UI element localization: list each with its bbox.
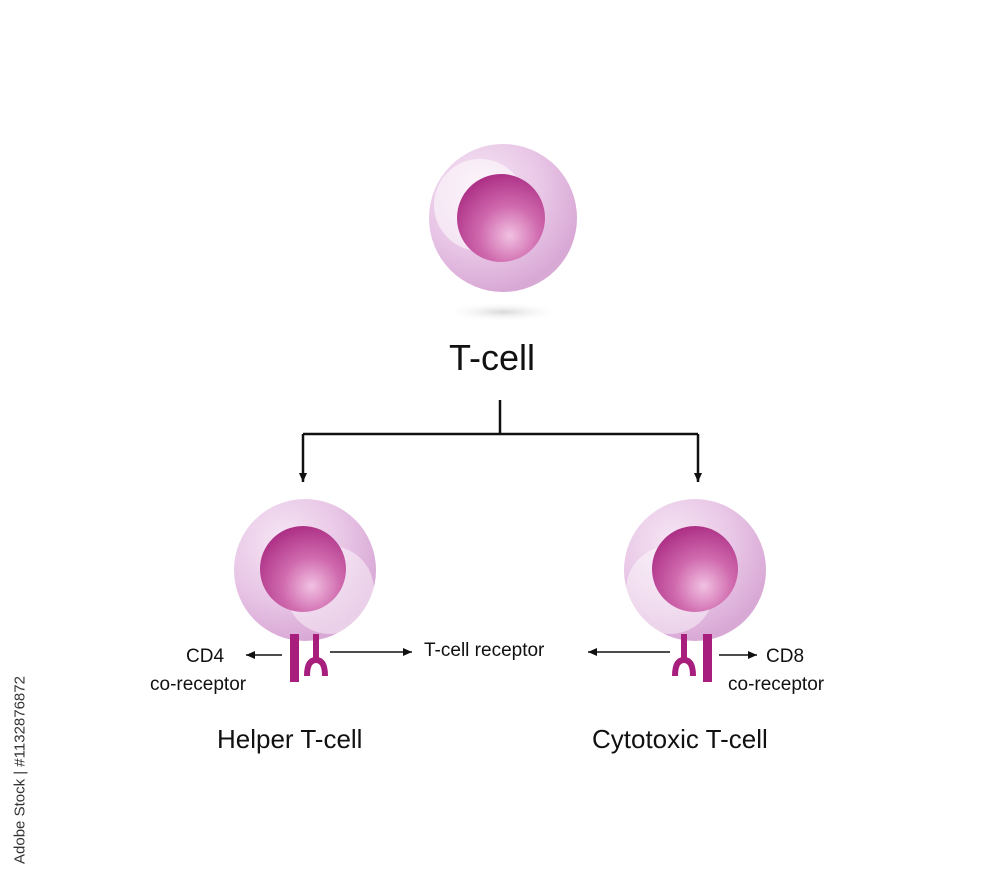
cd8-label: CD8 [766, 646, 805, 667]
t-cell-receptor-label: T-cell receptor [424, 640, 545, 661]
watermark-side: Adobe Stock | #1132876872 [8, 660, 32, 880]
cd4-co-receptor-label: co-receptor [150, 674, 247, 695]
watermark-text: Adobe Stock | #1132876872 [11, 676, 29, 864]
cd8-co-receptor-shape [703, 634, 712, 682]
cytotoxic-t-cell-label: Cytotoxic T-cell [592, 724, 768, 754]
cytotoxic-nucleus [652, 526, 738, 612]
t-cell-title: T-cell [449, 337, 536, 378]
helper-receptor-shape [304, 634, 328, 677]
helper-t-cell [234, 499, 376, 682]
cytotoxic-receptor-shape [672, 634, 696, 677]
cd4-label: CD4 [186, 646, 225, 667]
t-cell-top [429, 144, 577, 322]
cd8-co-receptor-label: co-receptor [728, 674, 825, 695]
cytotoxic-t-cell [624, 499, 766, 682]
branch-arrows [299, 400, 702, 482]
cell-nucleus [457, 174, 545, 262]
cd4-co-receptor-shape [290, 634, 299, 682]
pointer-arrows [246, 648, 757, 659]
cell-shadow [443, 302, 563, 322]
helper-t-cell-label: Helper T-cell [217, 724, 363, 754]
helper-nucleus [260, 526, 346, 612]
